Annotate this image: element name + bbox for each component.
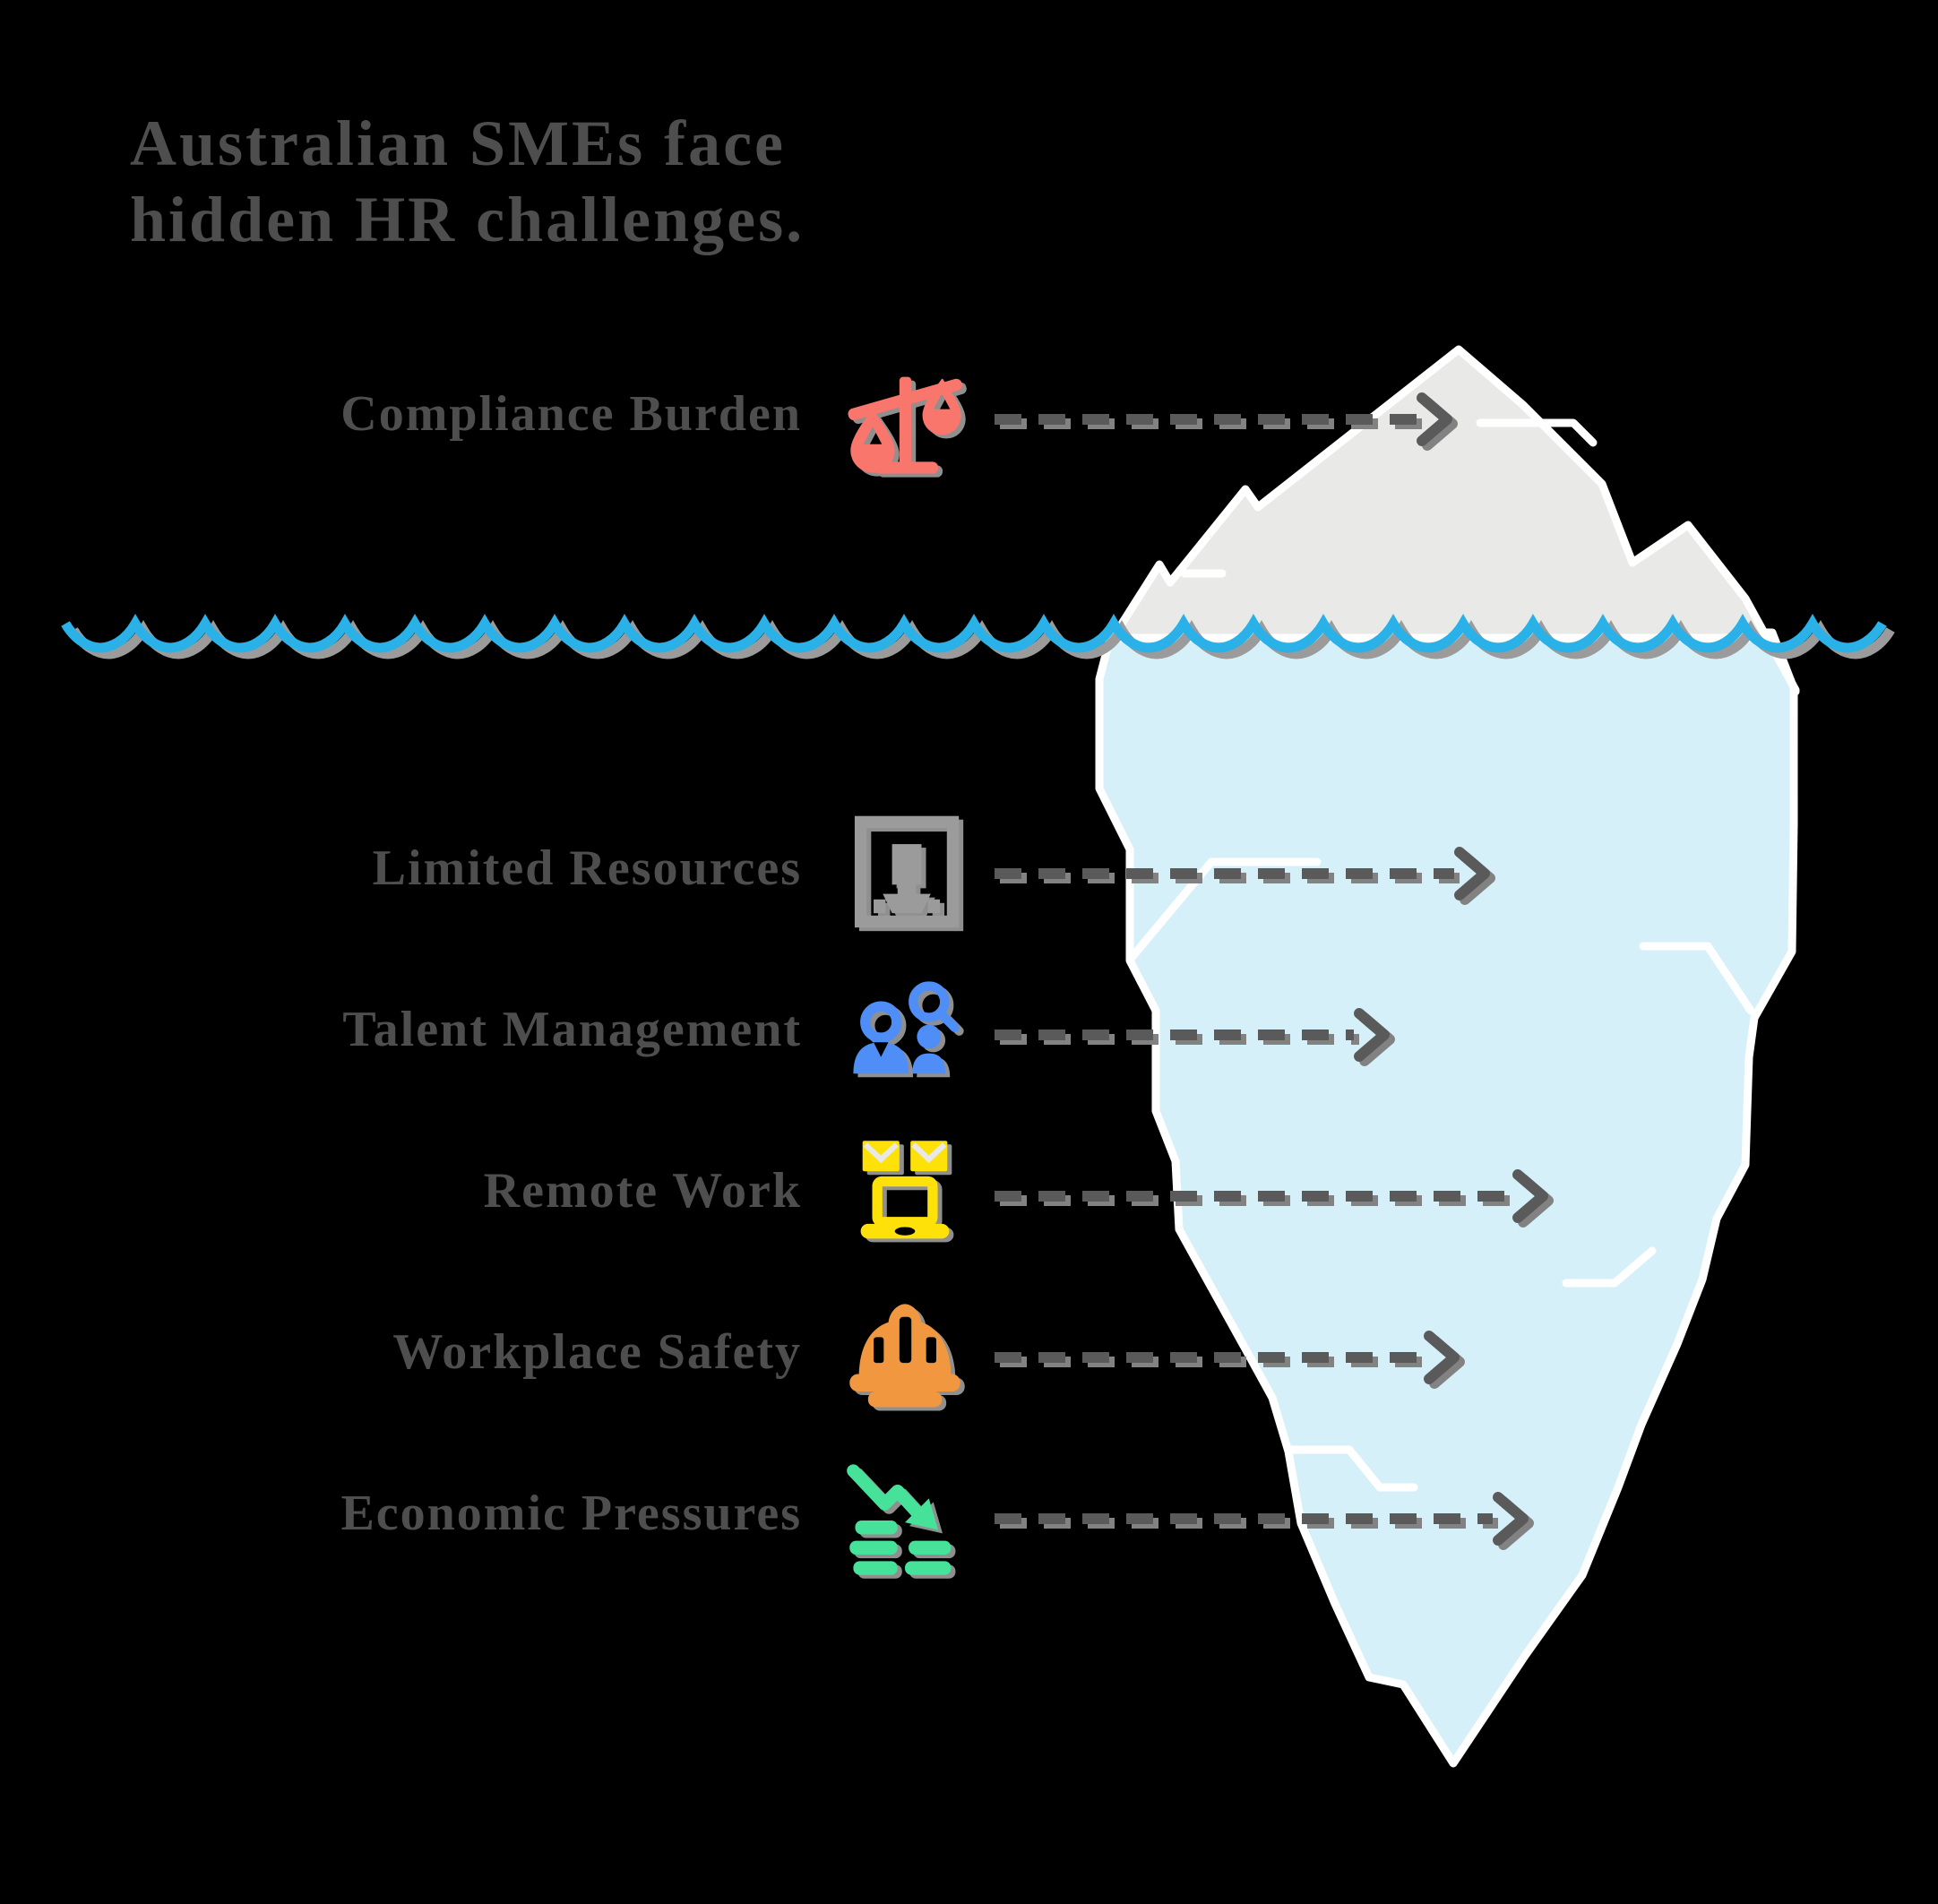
laptop-mail-icon: [860, 1141, 950, 1239]
iceberg-cracks: [1126, 418, 1755, 1492]
hard-hat-icon: [849, 1304, 960, 1408]
challenge-label-remote-work: Remote Work: [483, 1163, 802, 1219]
challenge-label-talent-management: Talent Management: [342, 1002, 802, 1057]
pointer-arrows: [995, 392, 1548, 1546]
declining-chart-icon: [847, 1464, 952, 1575]
arrow-talent-management: [995, 1008, 1390, 1062]
page-title-line-2: hidden HR challenges.: [130, 183, 805, 255]
arrow-workplace-safety: [995, 1331, 1460, 1384]
challenge-label-compliance-burden: Compliance Burden: [340, 386, 802, 442]
challenge-label-limited-resources: Limited Resources: [372, 840, 802, 896]
scales-icon: [848, 376, 962, 474]
page-title: Australian SMEs face hidden HR challenge…: [130, 106, 805, 258]
arrow-remote-work: [995, 1169, 1548, 1223]
people-search-icon: [853, 981, 960, 1074]
resources-box-icon: [854, 815, 960, 928]
arrow-compliance-burden: [995, 392, 1452, 446]
iceberg-tip: [1108, 345, 1800, 696]
page-title-line-1: Australian SMEs face: [130, 108, 786, 179]
challenge-label-economic-pressures: Economic Pressures: [340, 1486, 802, 1541]
arrow-limited-resources: [995, 847, 1490, 900]
challenge-label-workplace-safety: Workplace Safety: [392, 1324, 802, 1380]
arrow-economic-pressures: [995, 1492, 1529, 1546]
